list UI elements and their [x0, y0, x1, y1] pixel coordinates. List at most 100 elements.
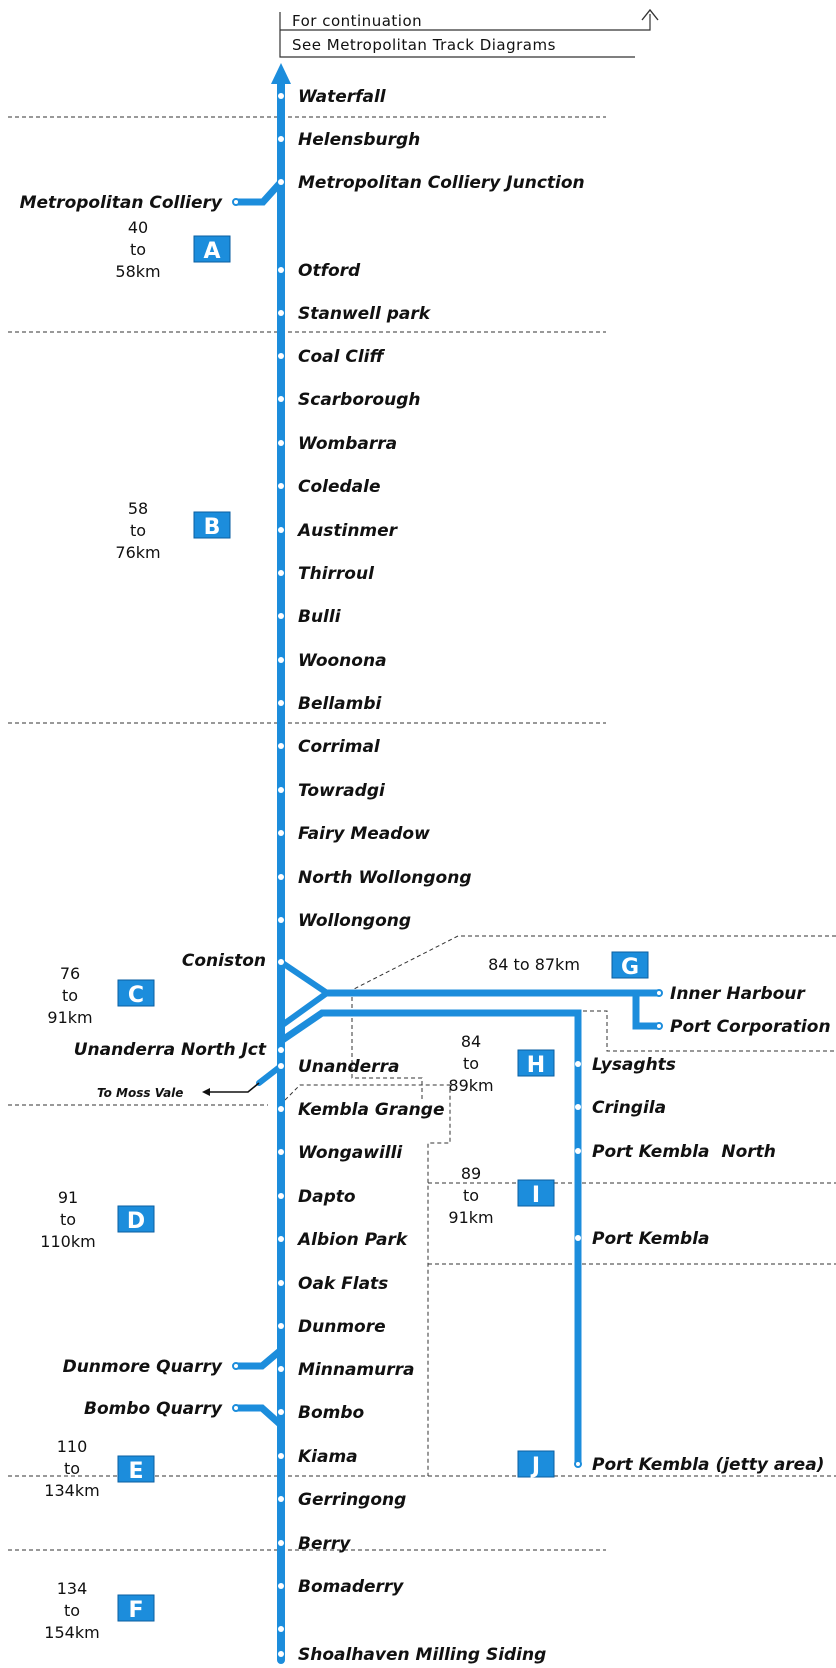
- svg-text:to: to: [463, 1186, 479, 1205]
- main-line: [271, 63, 291, 1664]
- svg-text:to: to: [62, 986, 78, 1005]
- station-wollongong: Wollongong: [298, 911, 411, 931]
- quarry-branches: [232, 1346, 285, 1429]
- svg-text:89km: 89km: [448, 1076, 493, 1095]
- station-fairy-meadow: Fairy Meadow: [298, 824, 430, 844]
- continuation-note: For continuation See Metropolitan Track …: [279, 8, 659, 58]
- svg-text:58: 58: [128, 499, 148, 518]
- svg-text:B: B: [204, 515, 221, 540]
- zone-h-range: 84 to 89km: [448, 1032, 493, 1095]
- svg-text:to: to: [130, 521, 146, 540]
- svg-text:91km: 91km: [47, 1008, 92, 1027]
- station-wongawilli: Wongawilli: [298, 1143, 403, 1163]
- station-wombarra: Wombarra: [298, 434, 397, 454]
- station-unanderra: Unanderra: [298, 1057, 399, 1077]
- bombo-quarry-label: Bombo Quarry: [84, 1399, 223, 1419]
- svg-text:110km: 110km: [40, 1232, 95, 1251]
- station-metropolitan-colliery-junction: Metropolitan Colliery Junction: [298, 173, 585, 193]
- zone-e-range: 110 to 134km: [44, 1437, 99, 1500]
- svg-text:F: F: [128, 1598, 143, 1623]
- inner-harbour-label: Inner Harbour: [670, 984, 806, 1004]
- station-kembla-grange: Kembla Grange: [298, 1100, 444, 1120]
- svg-text:58km: 58km: [115, 262, 160, 281]
- svg-text:C: C: [128, 983, 144, 1008]
- continuation-line-1: For continuation: [292, 12, 422, 30]
- svg-text:to: to: [60, 1210, 76, 1229]
- zone-d: D: [117, 1205, 155, 1234]
- svg-text:134: 134: [57, 1579, 88, 1598]
- svg-text:D: D: [127, 1209, 145, 1234]
- zone-ranges: 40 to 58km 58 to 76km 76 to 91km 91 to 1…: [40, 218, 580, 1642]
- station-minnamurra: Minnamurra: [298, 1360, 414, 1380]
- station-labels: Waterfall Helensburgh Metropolitan Colli…: [296, 87, 585, 1665]
- svg-text:to: to: [64, 1459, 80, 1478]
- port-kembla-jetty-label: Port Kembla (jetty area): [592, 1455, 824, 1475]
- svg-text:91: 91: [58, 1188, 78, 1207]
- station-scarborough: Scarborough: [298, 390, 420, 410]
- svg-text:H: H: [527, 1053, 545, 1078]
- svg-text:J: J: [530, 1454, 540, 1479]
- svg-text:134km: 134km: [44, 1481, 99, 1500]
- station-coledale: Coledale: [298, 477, 381, 497]
- zone-c-range: 76 to 91km: [47, 964, 92, 1027]
- zone-f: F: [117, 1594, 155, 1623]
- zone-d-range: 91 to 110km: [40, 1188, 95, 1251]
- station-kiama: Kiama: [298, 1447, 358, 1467]
- zone-boxes: A B C D E F G H: [117, 235, 649, 1623]
- to-moss-vale-label: To Moss Vale: [97, 1086, 183, 1100]
- zone-g: G: [611, 951, 649, 980]
- zone-b-range: 58 to 76km: [115, 499, 160, 562]
- svg-text:91km: 91km: [448, 1208, 493, 1227]
- station-north-wollongong: North Wollongong: [298, 868, 472, 888]
- station-dapto: Dapto: [298, 1187, 356, 1207]
- zone-i-range: 89 to 91km: [448, 1164, 493, 1227]
- port-labels: Inner Harbour Port Corporation Lysaghts …: [592, 984, 831, 1475]
- station-helensburgh: Helensburgh: [298, 130, 420, 150]
- lysaghts-label: Lysaghts: [592, 1055, 676, 1075]
- svg-text:154km: 154km: [44, 1623, 99, 1642]
- svg-text:to: to: [64, 1601, 80, 1620]
- station-otford: Otford: [298, 261, 361, 281]
- station-dunmore: Dunmore: [298, 1317, 386, 1337]
- branch-end-marker: [232, 198, 240, 206]
- station-unanderra-north-jct: Unanderra North Jct: [74, 1040, 267, 1060]
- up-arrow-icon: [641, 8, 659, 21]
- svg-text:84: 84: [461, 1032, 481, 1051]
- station-austinmer: Austinmer: [296, 521, 399, 541]
- section-dividers: [8, 116, 836, 1551]
- cringila-label: Cringila: [592, 1098, 666, 1118]
- port-kembla-north-label: Port Kembla North: [592, 1142, 776, 1162]
- zone-a: A: [193, 235, 231, 264]
- continuation-line-2: See Metropolitan Track Diagrams: [292, 36, 556, 54]
- svg-text:76: 76: [60, 964, 80, 983]
- main-line-station-dots: [278, 93, 284, 1657]
- station-berry: Berry: [298, 1534, 351, 1554]
- zone-a-range: 40 to 58km: [115, 218, 160, 281]
- port-corporation-label: Port Corporation: [670, 1017, 831, 1037]
- zone-c: C: [117, 979, 155, 1008]
- svg-text:E: E: [128, 1459, 143, 1484]
- station-coniston: Coniston: [182, 951, 266, 971]
- zone-b: B: [193, 511, 231, 540]
- station-albion-park: Albion Park: [296, 1230, 409, 1250]
- svg-text:110: 110: [57, 1437, 88, 1456]
- svg-text:40: 40: [128, 218, 148, 237]
- station-woonona: Woonona: [298, 651, 387, 671]
- zone-e: E: [117, 1455, 155, 1484]
- port-kembla-label: Port Kembla: [592, 1229, 710, 1249]
- station-corrimal: Corrimal: [298, 737, 381, 757]
- svg-text:G: G: [621, 955, 639, 980]
- station-stanwell-park: Stanwell park: [298, 304, 432, 324]
- station-thirroul: Thirroul: [298, 564, 375, 584]
- station-gerringong: Gerringong: [298, 1490, 406, 1510]
- left-labels: Metropolitan Colliery Coniston Unanderra…: [20, 193, 267, 1419]
- zone-f-range: 134 to 154km: [44, 1579, 99, 1642]
- left-arrow-icon: [202, 1088, 210, 1096]
- colliery-branch: [232, 178, 285, 206]
- svg-text:89: 89: [461, 1164, 481, 1183]
- station-coal-cliff: Coal Cliff: [298, 347, 386, 367]
- station-bulli: Bulli: [298, 607, 342, 627]
- station-bomaderry: Bomaderry: [298, 1577, 404, 1597]
- station-waterfall: Waterfall: [298, 87, 387, 107]
